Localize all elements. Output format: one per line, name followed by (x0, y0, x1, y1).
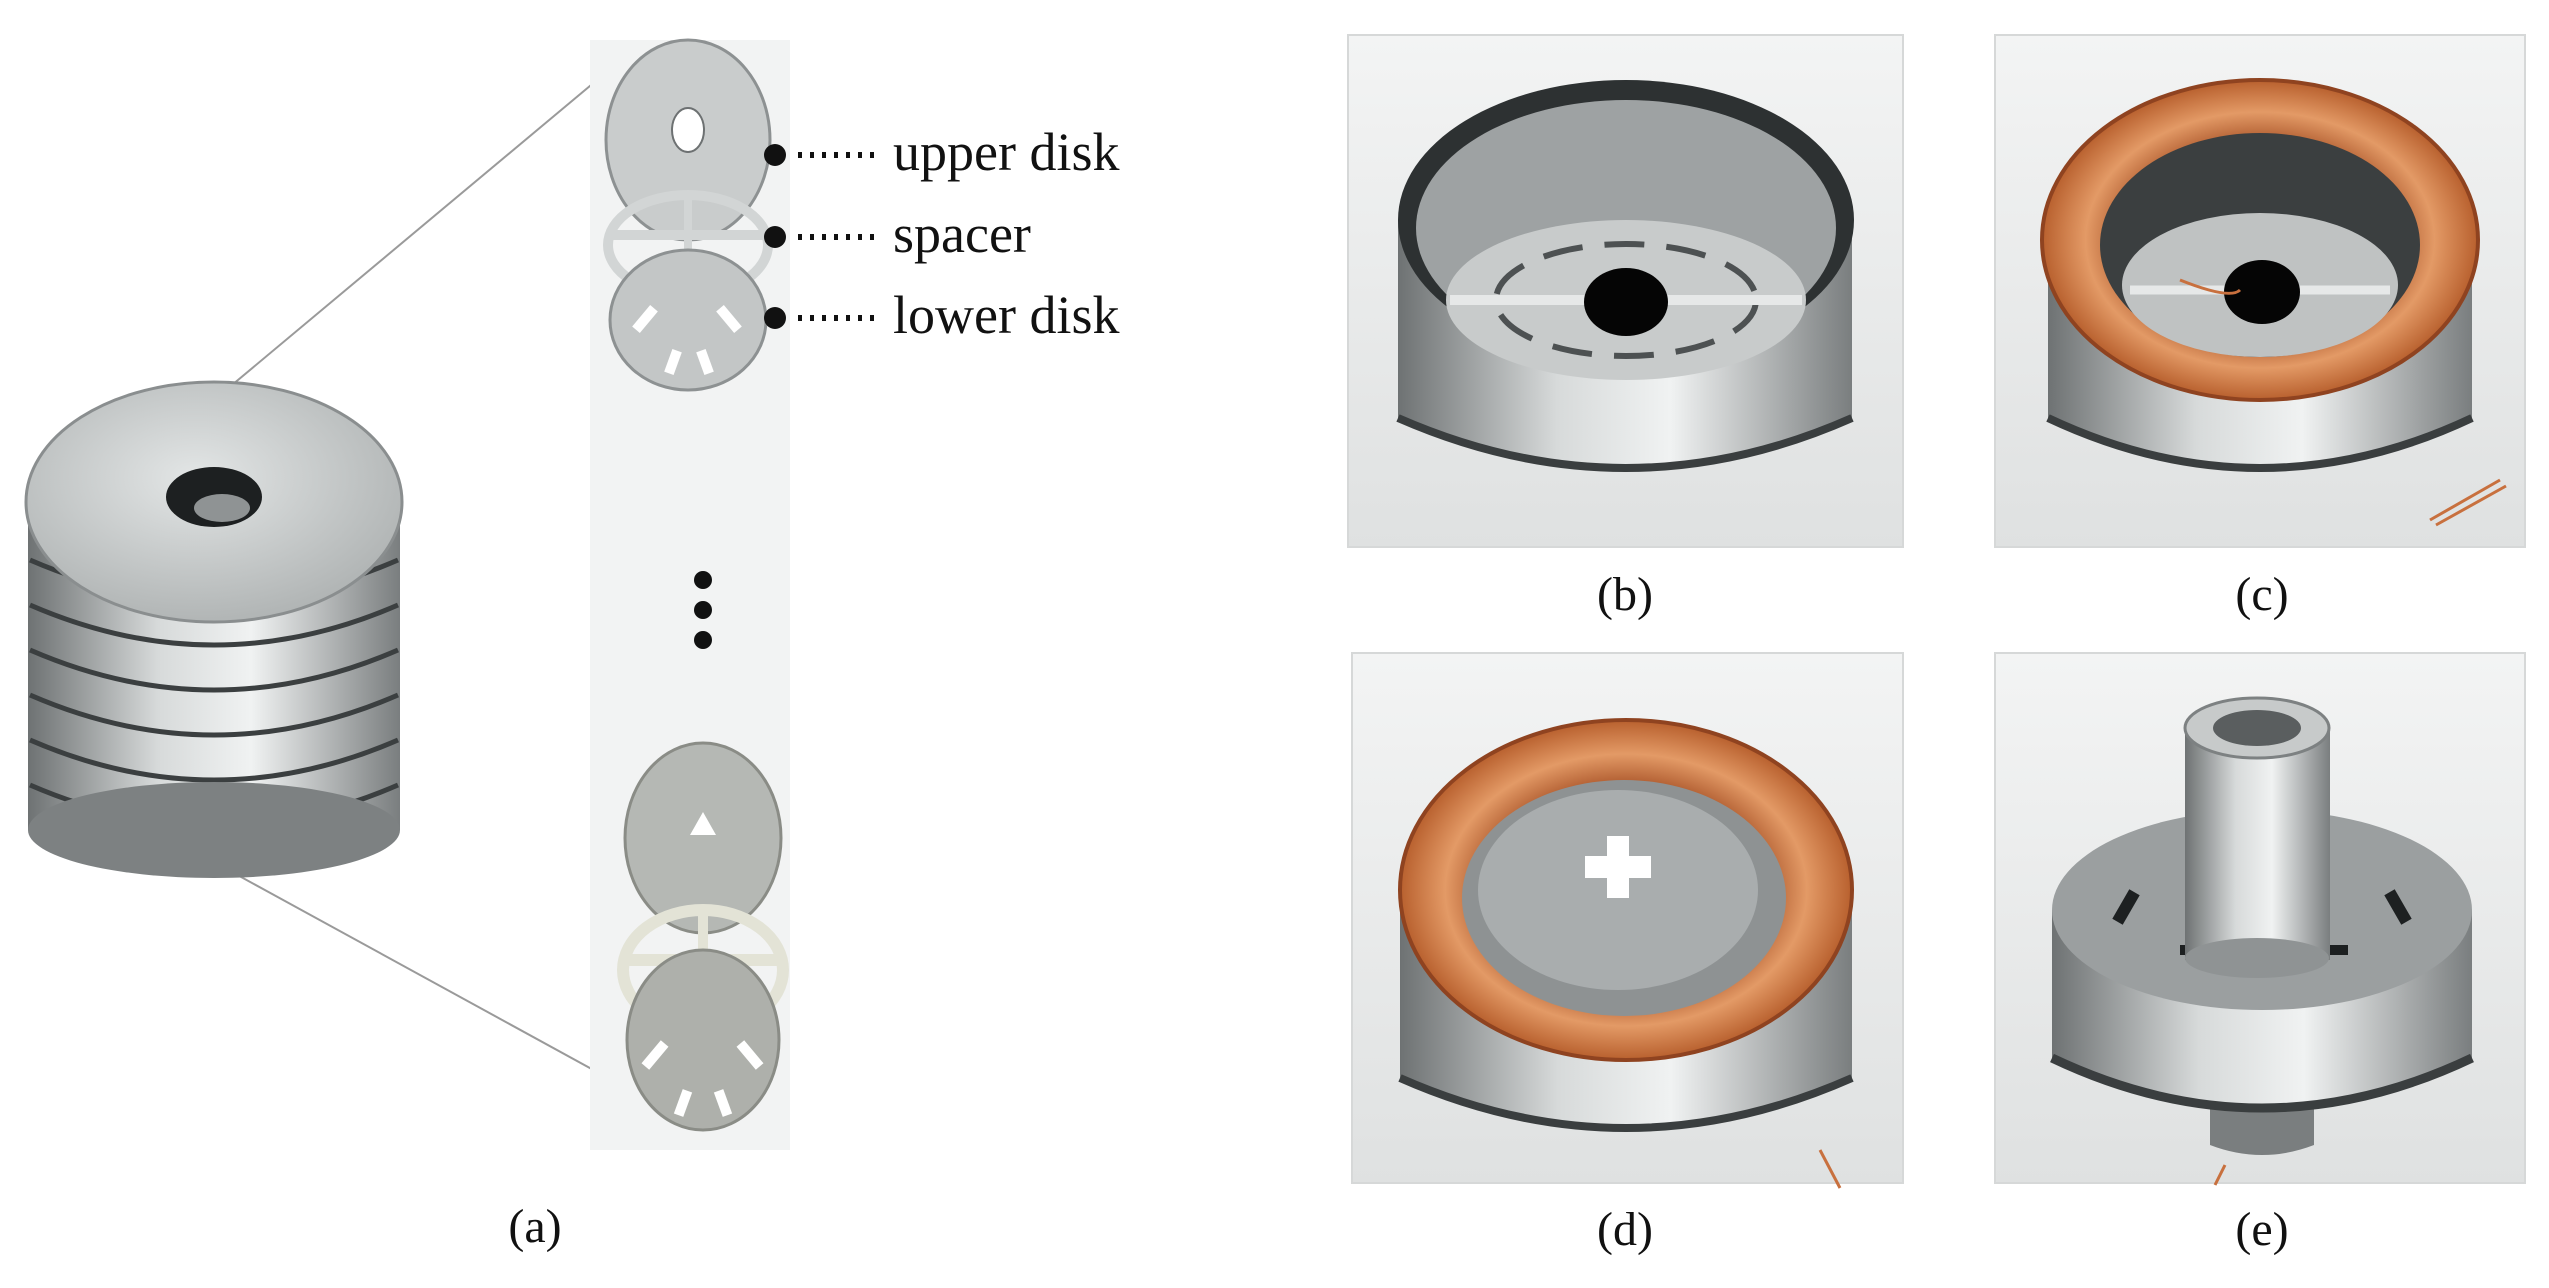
callout-spacer: spacer (764, 204, 1031, 264)
panel-e: (e) (1994, 652, 2526, 1256)
housing-with-coil-photo-c (2040, 78, 2507, 527)
bottom-disk-set-photo (617, 741, 789, 1132)
callout-upper-disk: upper disk (764, 122, 1119, 182)
panel-b: (b) (1347, 34, 1904, 621)
caption-a: (a) (508, 1200, 561, 1253)
callout-upper-disk-label: upper disk (893, 122, 1119, 182)
panel-a: upper disk spacer lower disk (24, 38, 1119, 1253)
assembled-unit-photo-e (2050, 696, 2474, 1186)
caption-b: (b) (1597, 568, 1653, 621)
lower-disk-photo (608, 248, 768, 392)
caption-e: (e) (2235, 1203, 2288, 1256)
caption-d: (d) (1597, 1203, 1653, 1256)
zoom-line-bottom (231, 871, 631, 1091)
panel-d: (d) (1351, 652, 1904, 1256)
callout-lower-disk-label: lower disk (893, 285, 1119, 345)
callout-spacer-label: spacer (893, 204, 1031, 264)
caption-c: (c) (2235, 568, 2288, 621)
callout-lower-disk: lower disk (764, 285, 1119, 345)
housing-photo-b (1396, 80, 1854, 472)
housing-with-cover-photo-d (1398, 718, 1854, 1189)
panel-c: (c) (1994, 34, 2526, 621)
ellipsis-dots (694, 571, 712, 649)
zoom-line-top (231, 54, 628, 386)
disk-stack-photo (24, 380, 404, 878)
